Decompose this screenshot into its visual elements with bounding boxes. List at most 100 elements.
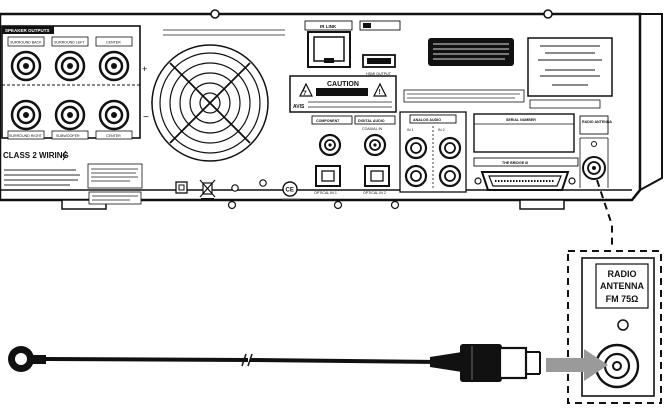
ir-jack-inner bbox=[313, 36, 345, 62]
component-jack-pin bbox=[328, 143, 332, 147]
coaxial-jack-pin bbox=[373, 143, 377, 147]
ring-terminal-crimp bbox=[32, 355, 46, 364]
insert-arrow-icon bbox=[546, 349, 608, 381]
zoom-jack-pin bbox=[612, 361, 622, 371]
speaker-label: SURROUND BACK bbox=[10, 41, 42, 45]
zoomed-antenna-panel: RADIO ANTENNA FM 75Ω bbox=[567, 250, 662, 404]
speaker-label-box bbox=[51, 36, 89, 47]
zoom-label-box bbox=[595, 263, 649, 309]
plus-mark: + bbox=[142, 64, 147, 74]
screw bbox=[390, 200, 400, 210]
ir-label: IR LINK bbox=[320, 24, 337, 29]
rating-label bbox=[527, 37, 613, 97]
ir-link-port[interactable]: IR LINK bbox=[304, 20, 353, 68]
speaker-outputs-heading: SPEAKER OUTPUTS bbox=[5, 28, 50, 33]
serial-number-label: SERIAL NUMBER bbox=[506, 118, 536, 122]
optical-in-2-port[interactable]: OPTICAL IN 2 bbox=[363, 165, 390, 195]
class-2-wiring-label: CLASS 2 WIRING bbox=[3, 151, 69, 160]
note-box-small bbox=[88, 191, 142, 205]
zoom-antenna-jack[interactable] bbox=[594, 343, 640, 389]
hdmi-output-port[interactable]: HDMI OUTPUT bbox=[359, 20, 401, 76]
speaker-terminal-surround-left[interactable]: SURROUND LEFT bbox=[51, 36, 89, 82]
speaker-label-box bbox=[51, 130, 89, 140]
speaker-label-box bbox=[95, 36, 133, 47]
notice-strip-right bbox=[529, 99, 601, 109]
terminal-pin bbox=[23, 112, 29, 118]
the-bridge-label: THE BRIDGE III bbox=[502, 161, 528, 165]
coaxial-jack[interactable] bbox=[363, 133, 387, 157]
radio-antenna-port-small[interactable]: RADIO ANTENNA bbox=[579, 115, 612, 188]
certification-mark-icon: CE bbox=[282, 181, 300, 200]
mount-hole bbox=[210, 9, 220, 19]
cable-break-mark bbox=[241, 353, 247, 367]
optical-in-1-port[interactable]: OPTICAL IN 1 bbox=[314, 165, 341, 195]
speaker-label: CENTER bbox=[106, 134, 121, 138]
serial-number-plate: SERIAL NUMBER bbox=[473, 113, 575, 153]
warning-triangle-icon bbox=[373, 82, 387, 97]
component-port[interactable]: COMPONENT bbox=[311, 115, 353, 157]
analog-jack-in1-left[interactable] bbox=[404, 136, 428, 160]
optical-jack-inner bbox=[370, 170, 384, 182]
antenna-led bbox=[591, 141, 597, 147]
analog-in-1-label: IN 1 bbox=[407, 128, 414, 132]
analog-jack-in1-right[interactable] bbox=[404, 164, 428, 188]
component-label: COMPONENT bbox=[316, 119, 340, 123]
speaker-terminal-center-lower[interactable]: CENTER bbox=[95, 99, 133, 140]
speaker-label: CENTER bbox=[106, 41, 121, 45]
lightning-icon bbox=[302, 86, 307, 96]
rear-panel: SPEAKER OUTPUTS SURROUND BACK SURROUND L… bbox=[0, 9, 663, 210]
rca-jack-inner bbox=[410, 170, 422, 182]
zoom-led bbox=[617, 319, 629, 331]
fan-spoke bbox=[169, 62, 251, 144]
speaker-label: SURROUND LEFT bbox=[54, 41, 85, 45]
crossed-bin-icon bbox=[199, 179, 216, 201]
ring-terminal-hole bbox=[15, 353, 27, 365]
warning-badge-bg bbox=[428, 38, 514, 66]
square-icon-inner bbox=[178, 184, 185, 191]
speaker-label-box bbox=[7, 130, 45, 140]
panel-foot bbox=[61, 199, 107, 210]
analog-jack-in2-left[interactable] bbox=[438, 136, 462, 160]
analog-in-2-label: IN 2 bbox=[438, 128, 445, 132]
leader-line bbox=[596, 179, 613, 248]
hdmi-jack-inner bbox=[367, 58, 391, 64]
analog-label-box bbox=[409, 114, 457, 124]
coaxial-label: COAXIAL IN bbox=[362, 127, 382, 131]
analog-audio-label: ANALOG AUDIO bbox=[413, 118, 441, 122]
left-note-text bbox=[4, 169, 80, 186]
screw bbox=[231, 184, 239, 192]
terminal-pin bbox=[67, 63, 73, 69]
optical-2-label: OPTICAL IN 2 bbox=[363, 191, 386, 195]
plug-sleeve bbox=[498, 346, 528, 380]
speaker-label-box bbox=[95, 130, 133, 140]
antenna-label-box bbox=[579, 115, 609, 135]
speaker-terminal-subwoofer[interactable]: SUBWOOFER bbox=[51, 99, 89, 140]
digital-audio-in: DIGITAL AUDIO COAXIAL IN bbox=[354, 115, 396, 157]
analog-jack-in2-right[interactable] bbox=[438, 164, 462, 188]
exclamation-icon: ! bbox=[379, 89, 381, 96]
zoom-label-antenna: ANTENNA bbox=[600, 281, 644, 291]
component-label-box bbox=[311, 115, 353, 125]
speaker-terminal-surround-right[interactable]: SURROUND RIGHT bbox=[7, 99, 45, 140]
mount-hole bbox=[543, 9, 553, 19]
screw bbox=[227, 200, 237, 210]
avis-label: AVIS bbox=[293, 104, 305, 110]
speaker-label: SUBWOOFER bbox=[56, 134, 80, 138]
the-bridge-port[interactable]: THE BRIDGE III bbox=[473, 157, 579, 191]
digital-audio-label: DIGITAL AUDIO bbox=[358, 119, 385, 123]
speaker-terminal-center[interactable]: CENTER bbox=[95, 36, 133, 82]
rca-jack-inner bbox=[410, 142, 422, 154]
minus-mark: − bbox=[143, 112, 149, 123]
optical-1-label: OPTICAL IN 1 bbox=[314, 191, 337, 195]
bridge-screw bbox=[568, 177, 576, 185]
analog-audio-block: ANALOG AUDIO IN 1 IN 2 bbox=[399, 111, 467, 193]
antenna-small-label: RADIO ANTENNA bbox=[582, 120, 612, 124]
panel-foot bbox=[519, 199, 565, 210]
terminal-pin bbox=[111, 112, 117, 118]
note-box bbox=[87, 163, 143, 189]
optical-jack-inner bbox=[321, 170, 335, 182]
speaker-terminal-surround-back[interactable]: SURROUND BACK bbox=[7, 36, 45, 82]
speaker-label: SURROUND RIGHT bbox=[9, 134, 43, 138]
